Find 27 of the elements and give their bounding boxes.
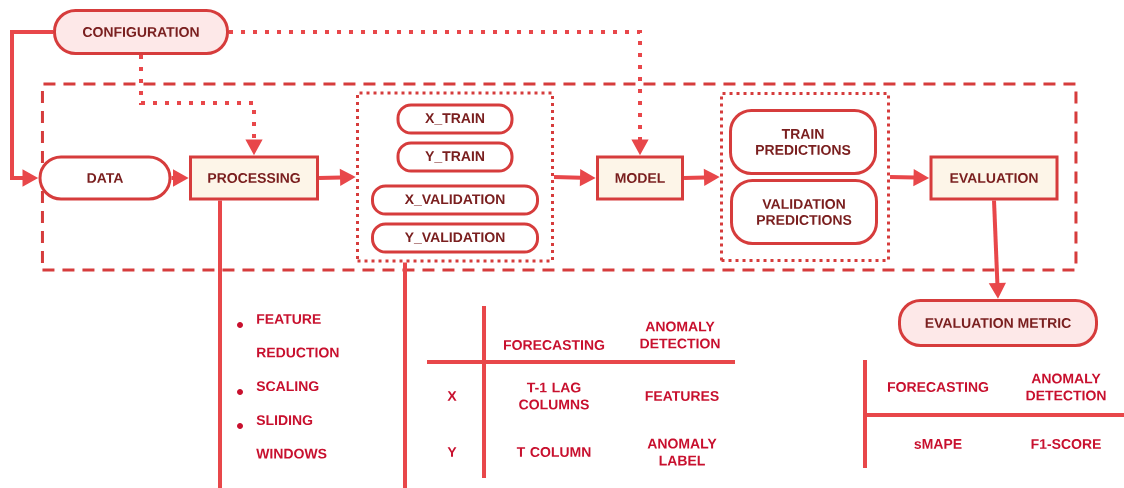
pill-box: VALIDATION PREDICTIONS bbox=[730, 179, 878, 245]
bullet-item: FEATURE REDUCTION bbox=[237, 314, 339, 358]
pill-box: TRAIN PREDICTIONS bbox=[729, 109, 877, 175]
pill-box: Y_VALIDATION bbox=[371, 222, 539, 254]
row-header: X bbox=[447, 391, 457, 401]
bullet-item: SLIDING WINDOWS bbox=[237, 415, 327, 459]
column-header: FORECASTING bbox=[504, 340, 605, 350]
table-entry: sMAPE bbox=[914, 439, 962, 449]
table-entry: FEATURES bbox=[645, 391, 719, 401]
column-header: FORECASTING bbox=[888, 382, 989, 392]
pill-box: CONFIGURATION bbox=[53, 9, 229, 55]
column-header: ANOMALY DETECTION bbox=[1026, 373, 1106, 401]
process-box: EVALUATION bbox=[929, 155, 1059, 201]
process-box: MODEL bbox=[596, 155, 684, 201]
pill-box: DATA bbox=[38, 155, 172, 201]
table-entry: F1-SCORE bbox=[1031, 439, 1101, 449]
table-entry: T COLUMN bbox=[516, 447, 591, 457]
pill-box: EVALUATION METRIC bbox=[898, 299, 1098, 347]
column-header: ANOMALY DETECTION bbox=[640, 321, 720, 349]
pill-box: Y_TRAIN bbox=[396, 141, 514, 173]
table-entry: ANOMALY LABEL bbox=[647, 438, 717, 466]
pill-box: X_VALIDATION bbox=[371, 184, 539, 216]
table-entry: T-1 LAG COLUMNS bbox=[519, 382, 589, 410]
bullet-item: SCALING bbox=[237, 381, 319, 395]
pill-box: X_TRAIN bbox=[396, 103, 514, 135]
row-header: Y bbox=[447, 447, 457, 457]
process-box: PROCESSING bbox=[189, 155, 319, 201]
